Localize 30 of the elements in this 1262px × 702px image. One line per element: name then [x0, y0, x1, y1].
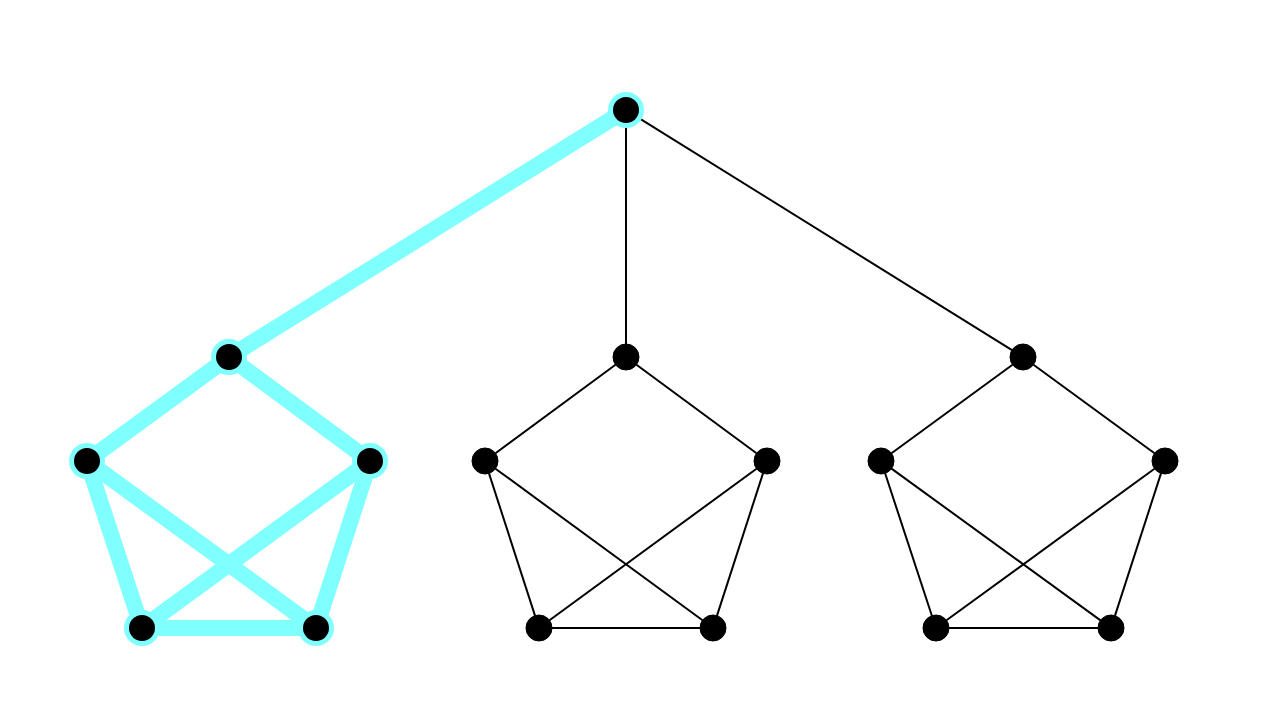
node-circle [1097, 614, 1125, 642]
node-circle [211, 339, 247, 375]
node-circle [525, 614, 553, 642]
connector [494, 363, 617, 455]
node-circle [298, 610, 334, 646]
node-circle [1151, 447, 1179, 475]
connector [945, 467, 1156, 622]
node-circle [753, 447, 781, 475]
node-circle [471, 447, 499, 475]
connector [1114, 472, 1162, 617]
connector [884, 472, 933, 617]
node-circle [922, 614, 950, 642]
connector [551, 627, 701, 629]
connector [890, 363, 1014, 455]
connector [716, 472, 764, 617]
node-circle [867, 447, 895, 475]
node-circle [699, 614, 727, 642]
node-circle [1009, 343, 1037, 371]
connector [494, 467, 704, 622]
node-circle [352, 443, 388, 479]
connector [890, 467, 1102, 622]
connector [948, 627, 1099, 629]
connector [1032, 363, 1156, 455]
node-circle [612, 343, 640, 371]
connector [488, 472, 536, 617]
node-circle [69, 443, 105, 479]
node-circle [124, 610, 160, 646]
connector [635, 363, 758, 455]
connector [548, 467, 758, 622]
node-circle [608, 92, 644, 128]
